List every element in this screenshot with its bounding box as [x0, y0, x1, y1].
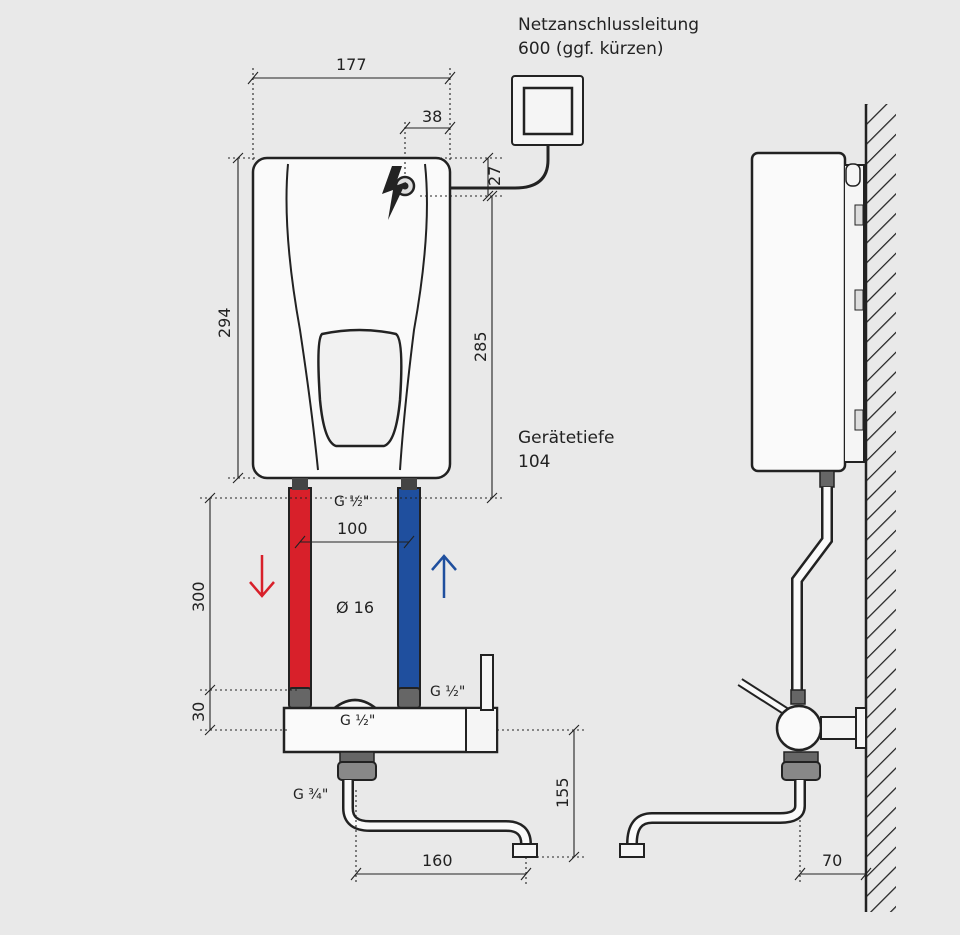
power-cable-label-line2: 600 (ggf. kürzen) — [518, 39, 664, 59]
dim-spout-reach: 160 — [422, 851, 453, 870]
side-spout — [619, 780, 806, 858]
power-cable — [420, 145, 550, 190]
cold-pipe-nut-top — [401, 478, 417, 490]
device-depth-label: Gerätetiefe — [518, 428, 614, 448]
cold-water-pipe — [397, 487, 421, 691]
power-cable-label-line1: Netzanschlussleitung — [518, 15, 699, 35]
dim-pipe-length: 300 — [189, 581, 208, 612]
dim-pipe-spacing: 100 — [337, 519, 368, 538]
hot-water-pipe — [288, 487, 312, 691]
thread-label-spout: G ¾" — [293, 787, 328, 803]
arrow-down-icon — [249, 555, 275, 598]
lightning-bolt-icon — [382, 166, 406, 220]
water-heater-front — [251, 156, 452, 480]
dim-height-total: 294 — [215, 307, 234, 338]
dim-height-connection: 285 — [471, 331, 490, 362]
dim-cable-offset: 38 — [422, 107, 442, 126]
hot-pipe-nut-top — [292, 478, 308, 490]
dim-spout-height: 155 — [553, 777, 572, 808]
dim-cable-height: 27 — [485, 166, 504, 186]
dim-wall-offset: 70 — [822, 851, 842, 870]
side-fitting — [737, 678, 867, 781]
cold-pipe-nut-bottom — [397, 687, 421, 709]
wall — [864, 104, 896, 912]
thread-label-fitting-right: G ½" — [430, 684, 465, 700]
dim-fitting-height: 30 — [189, 702, 208, 722]
mixer-fitting — [282, 654, 499, 754]
side-pipe — [791, 470, 835, 690]
thread-label-top: G ½" — [334, 494, 369, 510]
device-depth-value: 104 — [518, 452, 550, 472]
hot-pipe-nut-bottom — [288, 687, 312, 709]
arrow-up-icon — [431, 554, 457, 598]
pipe-diameter-label: Ø 16 — [336, 598, 374, 617]
dim-width-total: 177 — [336, 55, 367, 74]
power-connection-box — [511, 75, 584, 146]
dimension-lines — [200, 68, 872, 884]
water-heater-side — [750, 151, 865, 473]
spout — [337, 751, 538, 858]
thread-label-fitting-center: G ½" — [340, 713, 375, 729]
